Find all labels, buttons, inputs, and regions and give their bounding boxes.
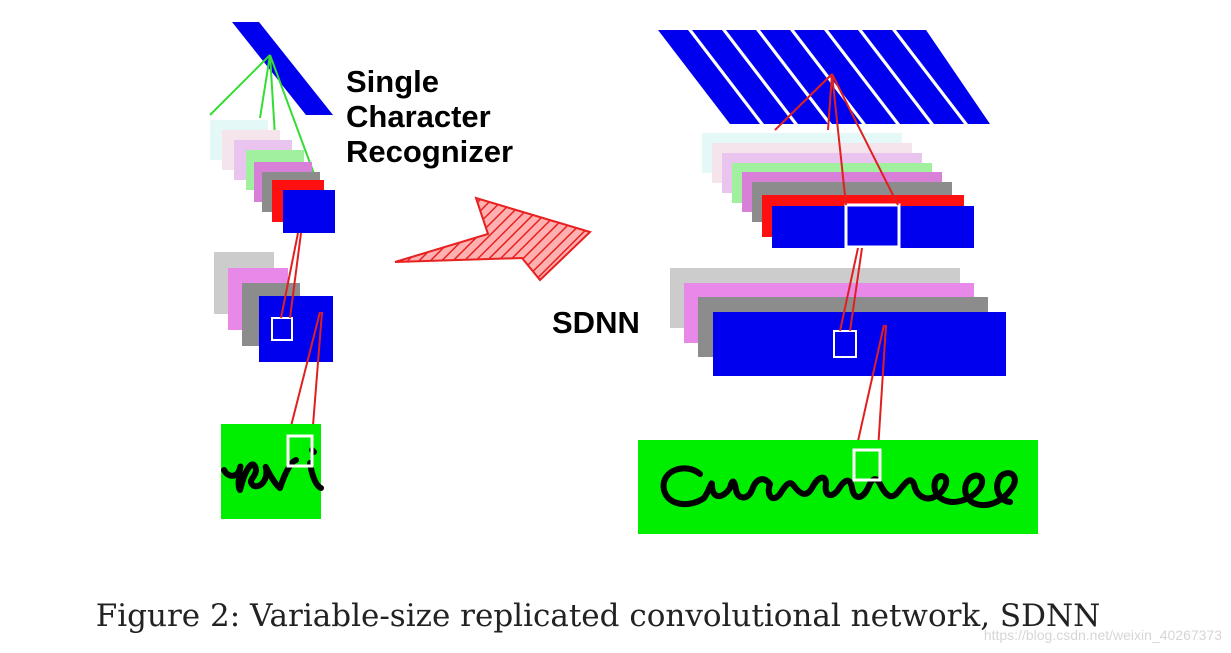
sdnn-handwriting-cursive: [660, 465, 1018, 508]
sdnn-feature-map-stack: [702, 133, 974, 249]
single-character-recognizer: Single Character Recognizer: [209, 22, 513, 519]
left-input-image: [221, 424, 324, 519]
label-single-character-recognizer: Single Character Recognizer: [346, 64, 513, 169]
left-feature-map-stack: [210, 120, 335, 233]
sdnn-network: SDNN: [552, 30, 1038, 534]
label-line-single: Single: [346, 64, 439, 99]
label-line-recognizer: Recognizer: [346, 134, 513, 169]
left-red-connections: [280, 232, 323, 439]
label-sdnn: SDNN: [552, 305, 640, 340]
left-mid-map-stack: [214, 252, 333, 362]
label-line-character: Character: [346, 99, 491, 134]
sdnn-output-units: [658, 30, 990, 124]
sdnn-red-connections-bottom: [839, 247, 887, 451]
sdnn-mid-map-stack: [670, 268, 1006, 376]
replication-arrow-icon: [394, 196, 592, 282]
sdnn-input-image: [638, 440, 1038, 534]
watermark: https://blog.csdn.net/weixin_40267373: [984, 627, 1222, 643]
sdnn-red-connections-top: [774, 73, 899, 206]
left-output-unit: [232, 22, 333, 115]
figure-caption: Figure 2: Variable-size replicated convo…: [96, 598, 1101, 634]
